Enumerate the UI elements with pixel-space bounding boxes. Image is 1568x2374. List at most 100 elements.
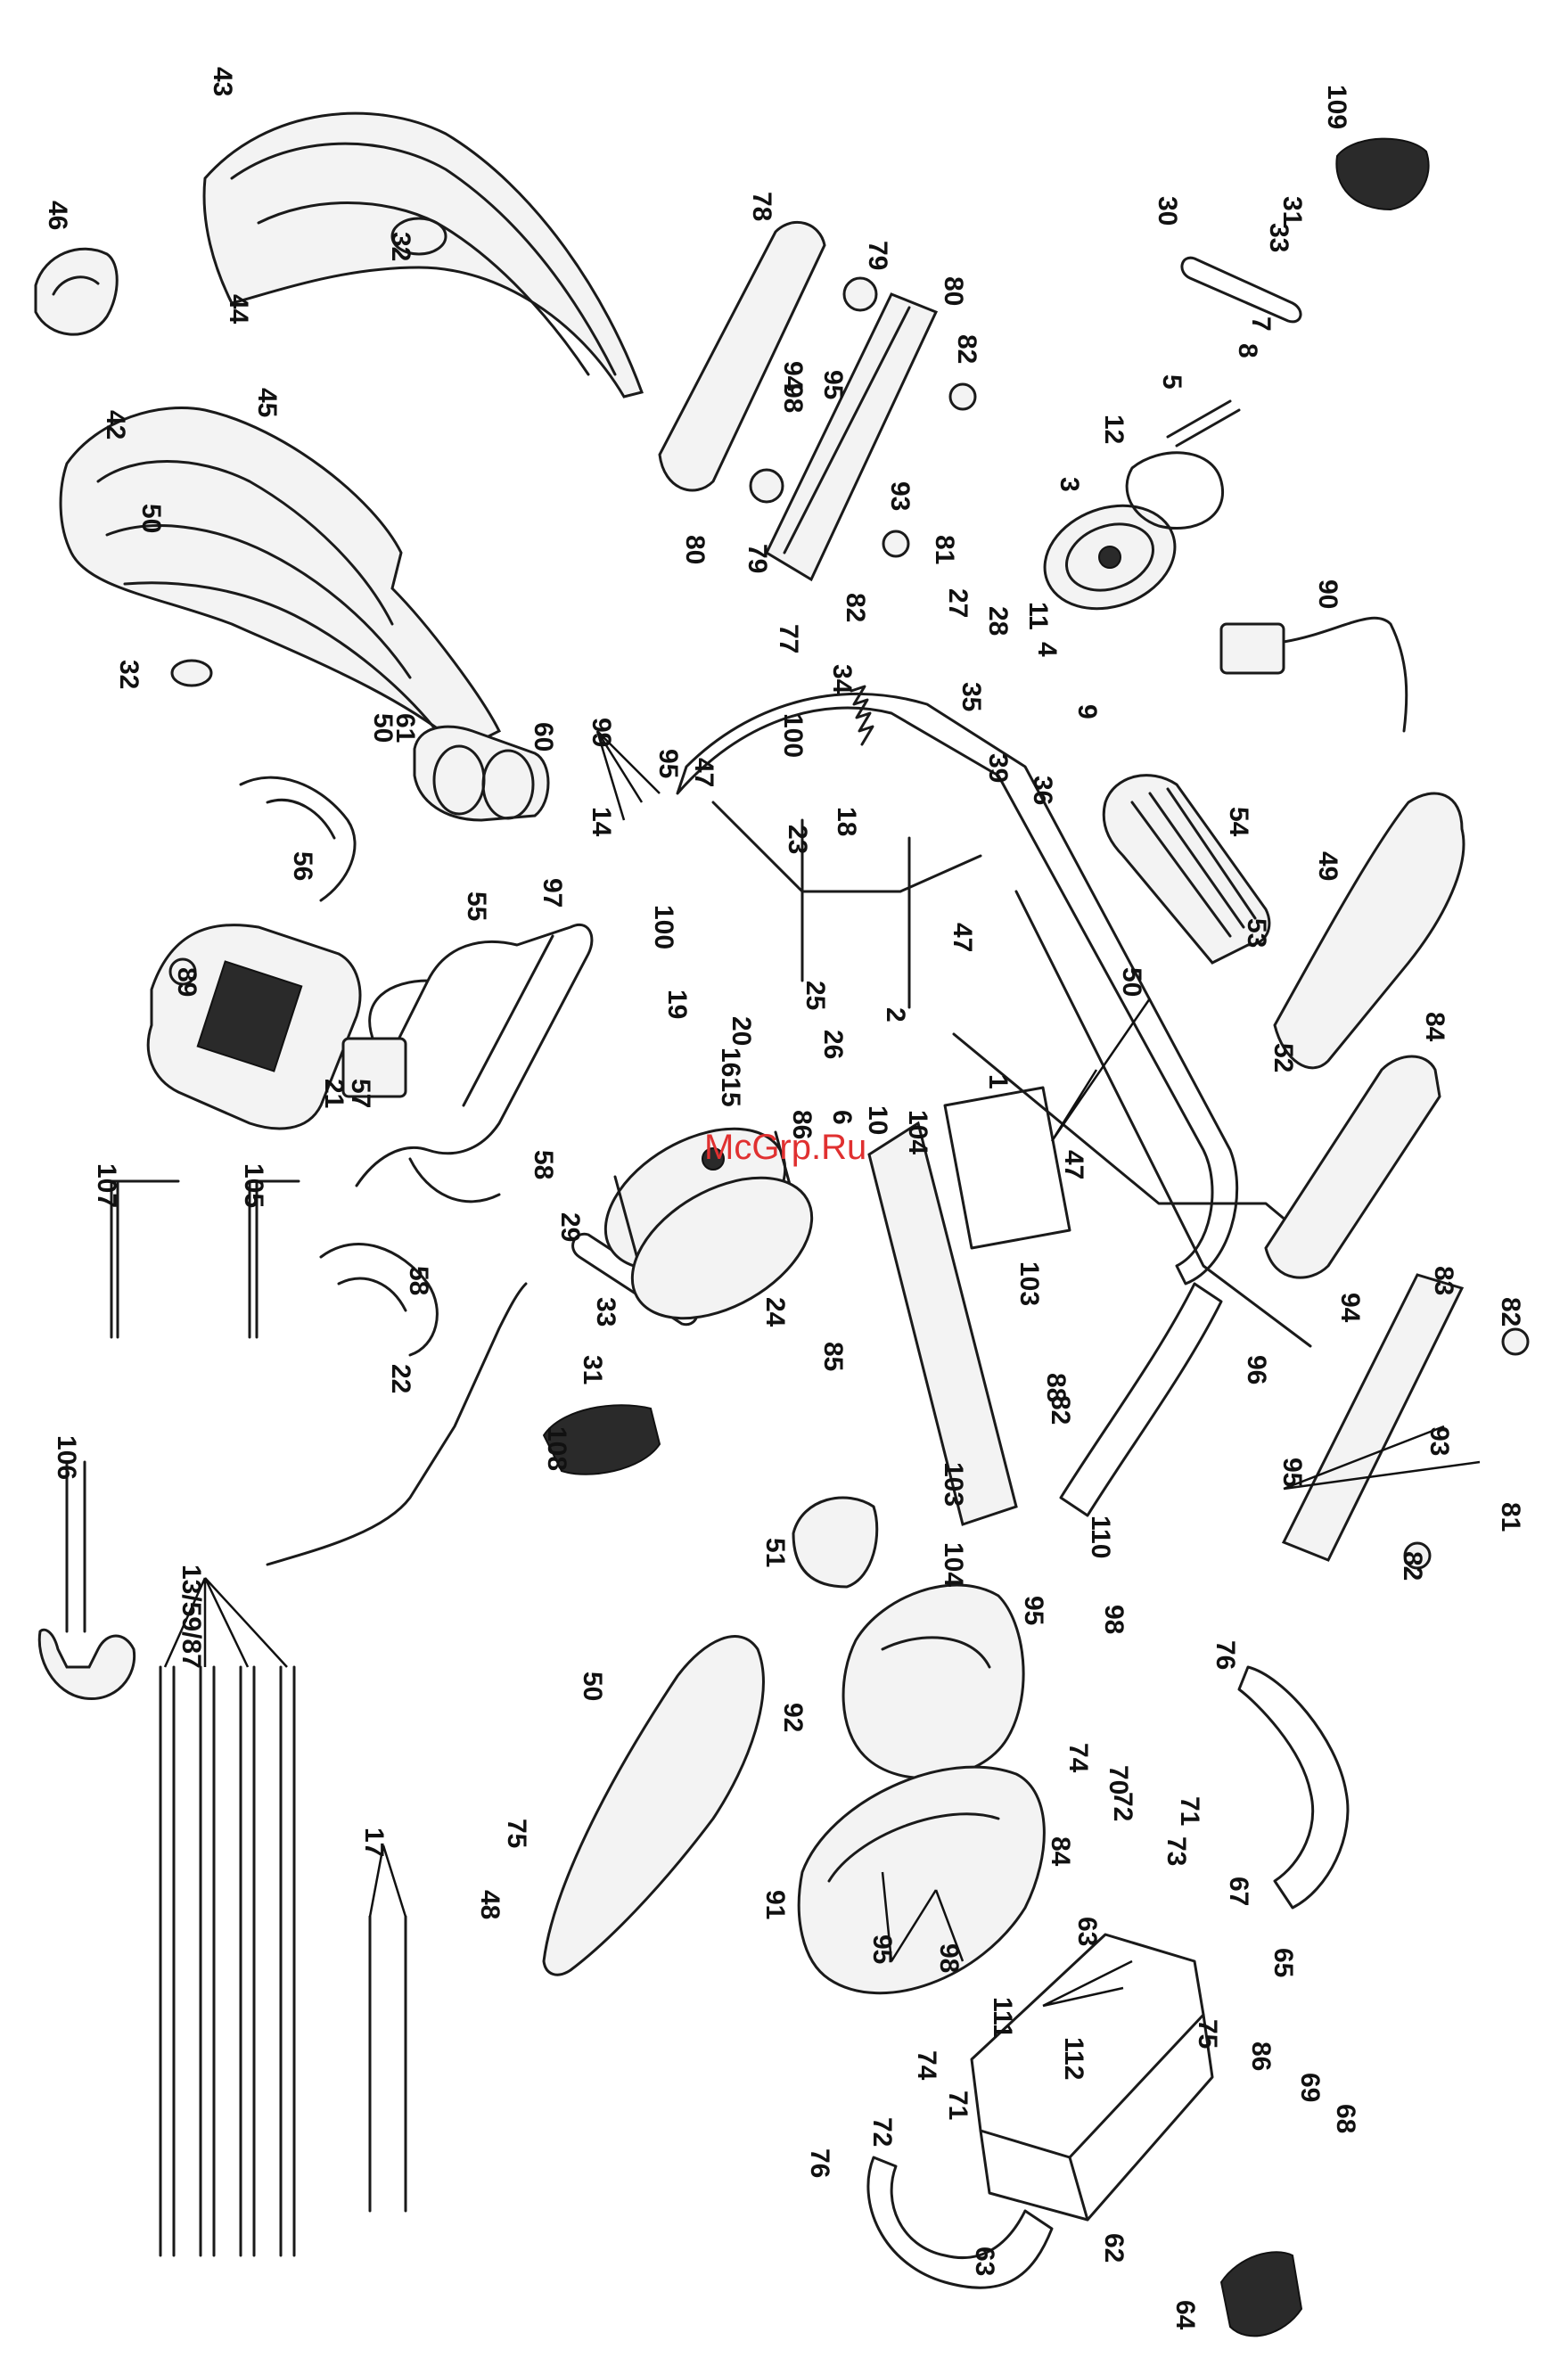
magnet-109 [1335, 137, 1430, 211]
tension-cable-22 [266, 1282, 528, 1566]
cap-51 [792, 1496, 879, 1589]
part-label-68: 68 [1331, 2104, 1360, 2133]
wheel-79-upper [842, 276, 878, 312]
seat-rail-110 [1059, 1282, 1223, 1517]
part-label-108: 108 [542, 1426, 571, 1471]
part-label-50: 50 [1117, 967, 1146, 997]
backrest-tube-76-lower [866, 2156, 1054, 2289]
part-label-95: 95 [1277, 1458, 1307, 1487]
part-label-84: 84 [1420, 1012, 1449, 1042]
part-label-80: 80 [939, 276, 968, 306]
part-label-20: 20 [727, 1016, 756, 1046]
watermark: McGrp.Ru [704, 1128, 866, 1167]
part-label-12: 12 [1099, 415, 1129, 444]
console-bracket-21-57 [341, 1037, 407, 1098]
front-shroud-84 [1264, 1055, 1441, 1279]
part-label-103: 103 [939, 1462, 968, 1507]
part-label-107: 107 [92, 1163, 121, 1208]
part-label-1: 1 [983, 1074, 1013, 1089]
part-label-63: 63 [1072, 1917, 1102, 1946]
grommet-32 [170, 659, 213, 687]
part-label-92: 92 [778, 1703, 808, 1732]
part-label-85: 85 [818, 1342, 848, 1371]
part-label-1615: 1615 [716, 1047, 745, 1107]
part-label-14: 14 [587, 807, 616, 837]
part-label-28: 28 [983, 606, 1013, 636]
part-label-80: 80 [680, 535, 710, 564]
part-label-49: 49 [1313, 851, 1342, 881]
seat-frame-62 [970, 1933, 1214, 2222]
sensor-90 [1219, 616, 1408, 733]
part-label-23: 23 [783, 825, 812, 854]
cup-holder-60-61 [413, 725, 550, 822]
part-label-26: 26 [818, 1030, 848, 1059]
part-label-50: 50 [368, 713, 398, 743]
part-label-86: 86 [1246, 2041, 1276, 2071]
shroud-42 [59, 407, 502, 751]
part-label-94: 94 [1335, 1293, 1365, 1323]
part-label-94: 94 [778, 361, 808, 391]
part-label-75: 75 [502, 1819, 531, 1848]
part-label-47: 47 [689, 758, 718, 787]
part-label-111: 111 [988, 1997, 1017, 2039]
part-label-96: 96 [1242, 1355, 1271, 1384]
part-label-36: 36 [1028, 776, 1057, 805]
part-label-97: 97 [538, 878, 567, 908]
part-label-24: 24 [760, 1297, 790, 1327]
part-label-50: 50 [578, 1672, 607, 1701]
part-label-47: 47 [1059, 1150, 1088, 1179]
part-label-73: 73 [1162, 1836, 1191, 1866]
part-label-62: 62 [1099, 2233, 1129, 2263]
cables-17 [368, 1844, 407, 2213]
spring-34 [850, 685, 874, 746]
part-label-58: 58 [404, 1266, 433, 1295]
part-label-75: 75 [1193, 2019, 1222, 2049]
part-label-109: 109 [1322, 85, 1351, 129]
part-label-30: 30 [1153, 196, 1182, 226]
rods-13-59-87 [159, 1577, 296, 2257]
part-label-70: 70 [1104, 1765, 1133, 1795]
part-label-11: 11 [1023, 602, 1053, 630]
part-label-105: 105 [239, 1163, 268, 1208]
rail-cover-78 [658, 220, 826, 492]
part-label-58: 58 [529, 1150, 558, 1179]
part-label-57: 57 [346, 1079, 375, 1108]
part-label-21: 21 [319, 1079, 349, 1108]
part-label-106: 106 [52, 1435, 81, 1480]
part-label-54: 54 [1224, 807, 1253, 837]
foot-81-lower [882, 530, 910, 558]
part-label-8: 8 [1233, 343, 1262, 358]
part-label-72: 72 [1108, 1792, 1137, 1821]
part-label-82: 82 [841, 593, 870, 622]
bracket-12 [1125, 451, 1224, 530]
part-label-9: 9 [1072, 704, 1102, 719]
seat-rail-77 [765, 292, 939, 582]
part-label-71: 71 [943, 2091, 973, 2120]
part-label-95: 95 [818, 370, 848, 399]
shroud-48-75 [542, 1635, 765, 1976]
part-label-39: 39 [983, 753, 1013, 783]
part-label-89: 89 [172, 967, 201, 997]
leader-lines [595, 730, 1481, 2008]
part-label-100: 100 [649, 905, 678, 949]
part-label-79: 79 [743, 544, 772, 573]
backrest-tube-76-upper [1237, 1665, 1350, 1910]
part-label-98: 98 [1099, 1605, 1129, 1634]
part-label-93: 93 [1424, 1426, 1454, 1456]
part-label-33: 33 [1264, 223, 1293, 252]
handlebar-grip-58 [319, 1243, 439, 1357]
part-label-72: 72 [867, 2117, 897, 2147]
part-label-17: 17 [359, 1828, 389, 1857]
part-label-48: 48 [475, 1890, 505, 1919]
part-label-18: 18 [832, 807, 861, 836]
part-label-69: 69 [1295, 2073, 1325, 2102]
part-label-22: 22 [386, 1364, 415, 1393]
part-label-98: 98 [778, 383, 808, 413]
part-label-46: 46 [43, 201, 72, 230]
part-label-74: 74 [912, 2050, 941, 2081]
part-label-78: 78 [747, 192, 776, 221]
foot-81-front-upper [1501, 1327, 1530, 1356]
console-89 [146, 924, 362, 1130]
part-label-56: 56 [288, 851, 317, 881]
